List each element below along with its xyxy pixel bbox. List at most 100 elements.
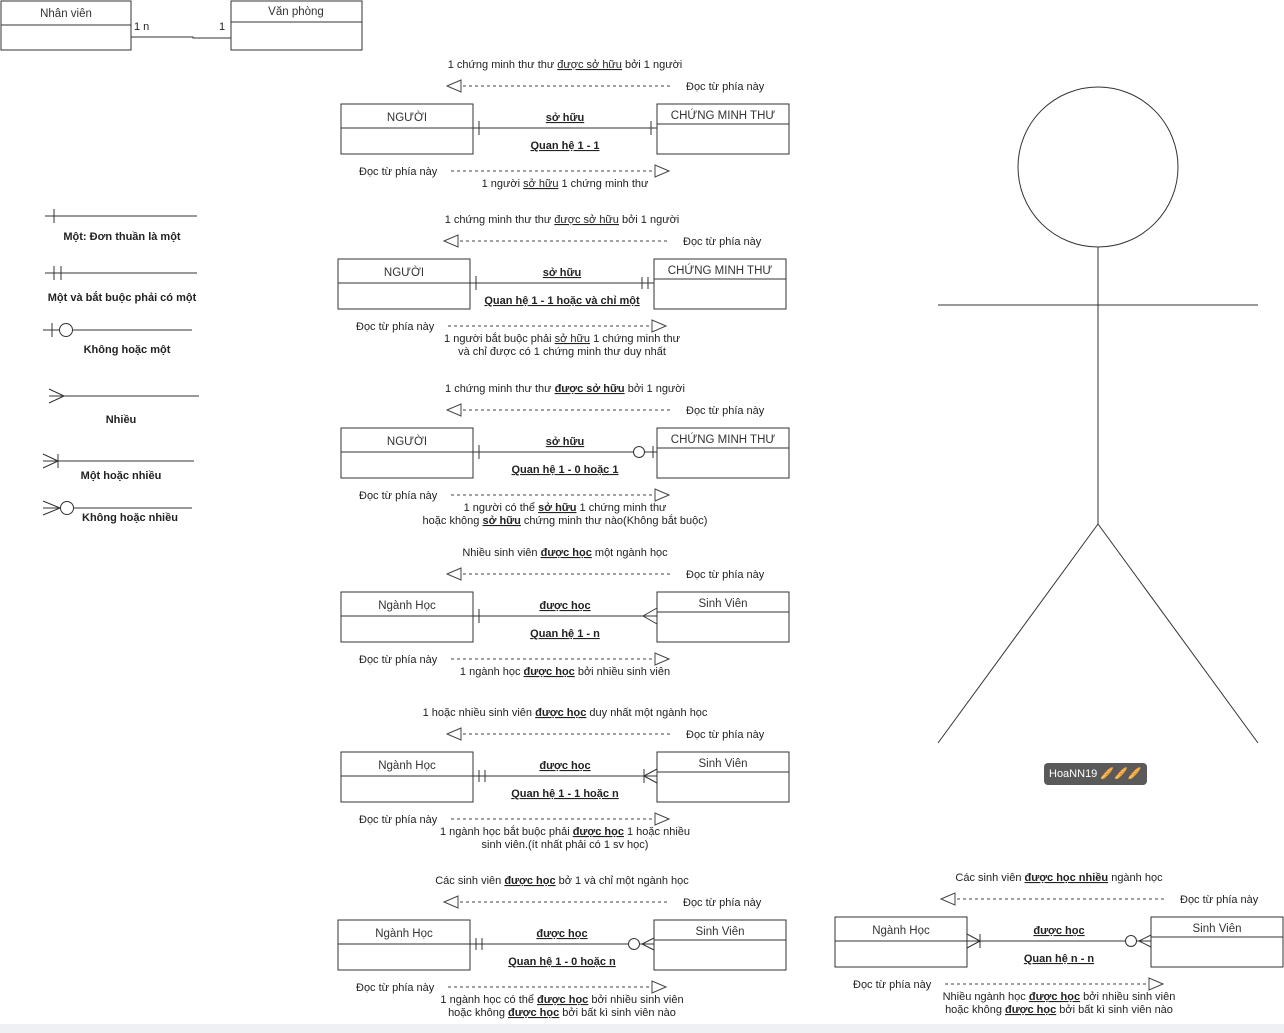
entity-van-phong-label: Văn phòng bbox=[268, 6, 324, 18]
entity-right-label: Sinh Viên bbox=[1192, 923, 1241, 935]
author-badge: HoaNN19 🥖🥖🥖 bbox=[1044, 763, 1147, 785]
entity-right-label: CHỨNG MINH THƯ bbox=[668, 264, 773, 277]
relation-bottom-caption: 1 ngành học có thể được học bởi nhiều si… bbox=[440, 994, 683, 1006]
relation-bottom-caption: và chỉ được có 1 chứng minh thư duy nhất bbox=[458, 346, 666, 358]
right-arrow-icon bbox=[1148, 977, 1165, 991]
entity-left[interactable]: Ngành Học bbox=[337, 919, 471, 971]
relation-bottom-caption: hoặc không được học bởi bất kì sinh viên… bbox=[448, 1007, 676, 1019]
relation-bottom-caption: 1 người bắt buộc phải sở hữu 1 chứng min… bbox=[444, 332, 681, 345]
entity-right-label: CHỨNG MINH THƯ bbox=[671, 433, 776, 446]
relation-3: 1 chứng minh thư thư được sở hữu bởi 1 n… bbox=[340, 383, 790, 527]
relation-type: Quan hệ 1 - 0 hoặc 1 bbox=[512, 464, 619, 476]
relation-top-caption: 1 chứng minh thư thư được sở hữu bởi 1 n… bbox=[445, 383, 685, 395]
legend-many: Nhiều bbox=[48, 388, 199, 426]
top-relation: Nhân viên Văn phòng 1 n 1 bbox=[0, 0, 363, 51]
entity-right[interactable]: Sinh Viên bbox=[656, 591, 790, 643]
relation-connector[interactable] bbox=[470, 937, 655, 951]
relation-verb: được học bbox=[1033, 925, 1084, 937]
legend-one-label: Một: Đơn thuần là một bbox=[63, 231, 181, 243]
relations-group: 1 chứng minh thư thư được sở hữu bởi 1 n… bbox=[337, 59, 1284, 1019]
legend-zero-or-many: Không hoặc nhiều bbox=[42, 500, 192, 524]
read-direction-label: Đọc từ phía này bbox=[359, 490, 438, 502]
read-direction-label: Đọc từ phía này bbox=[359, 814, 438, 826]
read-direction-label: Đọc từ phía này bbox=[359, 166, 438, 178]
relation-bottom-caption: 1 ngành học bắt buộc phải được học 1 hoặ… bbox=[440, 825, 690, 838]
right-arrow-icon bbox=[654, 652, 671, 666]
entity-left-label: Ngành Học bbox=[872, 925, 930, 937]
legend-many-label: Nhiều bbox=[106, 414, 137, 426]
entity-right[interactable]: CHỨNG MINH THƯ bbox=[653, 258, 787, 310]
left-arrow-icon bbox=[939, 892, 956, 906]
right-arrow-icon bbox=[654, 812, 671, 826]
relation-connector[interactable] bbox=[470, 276, 654, 290]
legend-one: Một: Đơn thuần là một bbox=[45, 209, 197, 243]
read-direction-label: Đọc từ phía này bbox=[853, 979, 932, 991]
relation-verb: được học bbox=[539, 600, 590, 612]
relation-top-caption: 1 chứng minh thư thư được sở hữu bởi 1 n… bbox=[445, 214, 680, 226]
relation-connector[interactable] bbox=[473, 768, 658, 784]
relation-top-caption: 1 chứng minh thư thư được sở hữu bởi 1 n… bbox=[448, 59, 683, 71]
entity-left[interactable]: Ngành Học bbox=[340, 591, 474, 643]
entity-left[interactable]: Ngành Học bbox=[340, 751, 474, 803]
bottom-scroll-strip[interactable] bbox=[0, 1024, 1284, 1033]
relation-connector[interactable] bbox=[473, 121, 657, 135]
entity-left[interactable]: NGƯỜI bbox=[340, 103, 474, 155]
relation-verb: được học bbox=[539, 760, 590, 772]
legend-one-mandatory-label: Một và bắt buộc phải có một bbox=[48, 291, 197, 304]
entity-nhan-vien-label: Nhân viên bbox=[40, 8, 92, 20]
entity-left-label: Ngành Học bbox=[375, 928, 433, 940]
entity-right[interactable]: CHỨNG MINH THƯ bbox=[656, 427, 790, 479]
relation-bottom-caption: 1 người có thể sở hữu 1 chứng minh thư bbox=[464, 502, 667, 514]
relation-top-caption: Các sinh viên được học nhiều ngành học bbox=[955, 872, 1163, 884]
read-direction-label: Đọc từ phía này bbox=[356, 321, 435, 333]
left-arrow-icon bbox=[442, 234, 459, 248]
legend-one-or-many: Một hoặc nhiều bbox=[42, 453, 194, 482]
entity-right-label: Sinh Viên bbox=[698, 758, 747, 770]
relation-type: Quan hệ 1 - 1 bbox=[530, 140, 599, 152]
left-arrow-icon bbox=[445, 403, 462, 417]
legend: Một: Đơn thuần là một Một và bắt buộc ph… bbox=[42, 209, 199, 524]
entity-left[interactable]: Ngành Học bbox=[834, 916, 968, 968]
relation-connector[interactable] bbox=[473, 607, 658, 625]
bread-icon: 🥖🥖🥖 bbox=[1100, 768, 1142, 780]
relation-bottom-caption: hoặc không được học bởi bất kì sinh viên… bbox=[945, 1004, 1173, 1016]
relation-type: Quan hệ n - n bbox=[1024, 953, 1095, 965]
read-direction-label: Đọc từ phía này bbox=[686, 729, 765, 741]
entity-left-label: Ngành Học bbox=[378, 600, 436, 612]
entity-left[interactable]: NGƯỜI bbox=[340, 427, 474, 479]
relation-verb: được học bbox=[536, 928, 587, 940]
entity-left[interactable]: NGƯỜI bbox=[337, 258, 471, 310]
relation-type: Quan hệ 1 - n bbox=[530, 628, 600, 640]
top-left-cardinality: 1 n bbox=[134, 21, 149, 33]
relation-5: 1 hoặc nhiều sinh viên được học duy nhất… bbox=[340, 707, 790, 851]
relation-bottom-caption: 1 người sở hữu 1 chứng minh thư bbox=[482, 178, 649, 190]
entity-right-label: CHỨNG MINH THƯ bbox=[671, 109, 776, 122]
right-arrow-icon bbox=[651, 980, 668, 994]
read-direction-label: Đọc từ phía này bbox=[356, 982, 435, 994]
entity-left-label: NGƯỜI bbox=[387, 111, 427, 124]
relation-bottom-caption: sinh viên.(ít nhất phải có 1 sv học) bbox=[482, 839, 649, 851]
relation-type: Quan hệ 1 - 1 hoặc n bbox=[511, 788, 619, 800]
read-direction-label: Đọc từ phía này bbox=[683, 897, 762, 909]
relation-bottom-caption: hoặc không sở hữu chứng minh thư nào(Khô… bbox=[423, 514, 708, 527]
top-connector[interactable] bbox=[131, 36, 231, 39]
entity-right[interactable]: Sinh Viên bbox=[1150, 916, 1284, 968]
entity-right[interactable]: CHỨNG MINH THƯ bbox=[656, 103, 790, 155]
entity-left-label: Ngành Học bbox=[378, 760, 436, 772]
read-direction-label: Đọc từ phía này bbox=[686, 569, 765, 581]
entity-right-label: Sinh Viên bbox=[695, 926, 744, 938]
relation-connector[interactable] bbox=[966, 933, 1152, 949]
author-badge-label: HoaNN19 bbox=[1049, 768, 1098, 780]
entity-van-phong[interactable] bbox=[230, 0, 363, 51]
right-arrow-icon bbox=[654, 488, 671, 502]
legend-zero-or-one: Không hoặc một bbox=[43, 323, 192, 356]
relation-bottom-caption: 1 ngành học được học bởi nhiều sinh viên bbox=[460, 666, 670, 678]
relation-type: Quan hệ 1 - 1 hoặc và chỉ một bbox=[484, 295, 640, 307]
relation-connector[interactable] bbox=[473, 445, 657, 459]
entity-right[interactable]: Sinh Viên bbox=[653, 919, 787, 971]
relation-7: Các sinh viên được học nhiều ngành họcĐọ… bbox=[834, 872, 1284, 1016]
actor-icon[interactable] bbox=[937, 86, 1259, 744]
entity-right[interactable]: Sinh Viên bbox=[656, 751, 790, 803]
read-direction-label: Đọc từ phía này bbox=[686, 81, 765, 93]
